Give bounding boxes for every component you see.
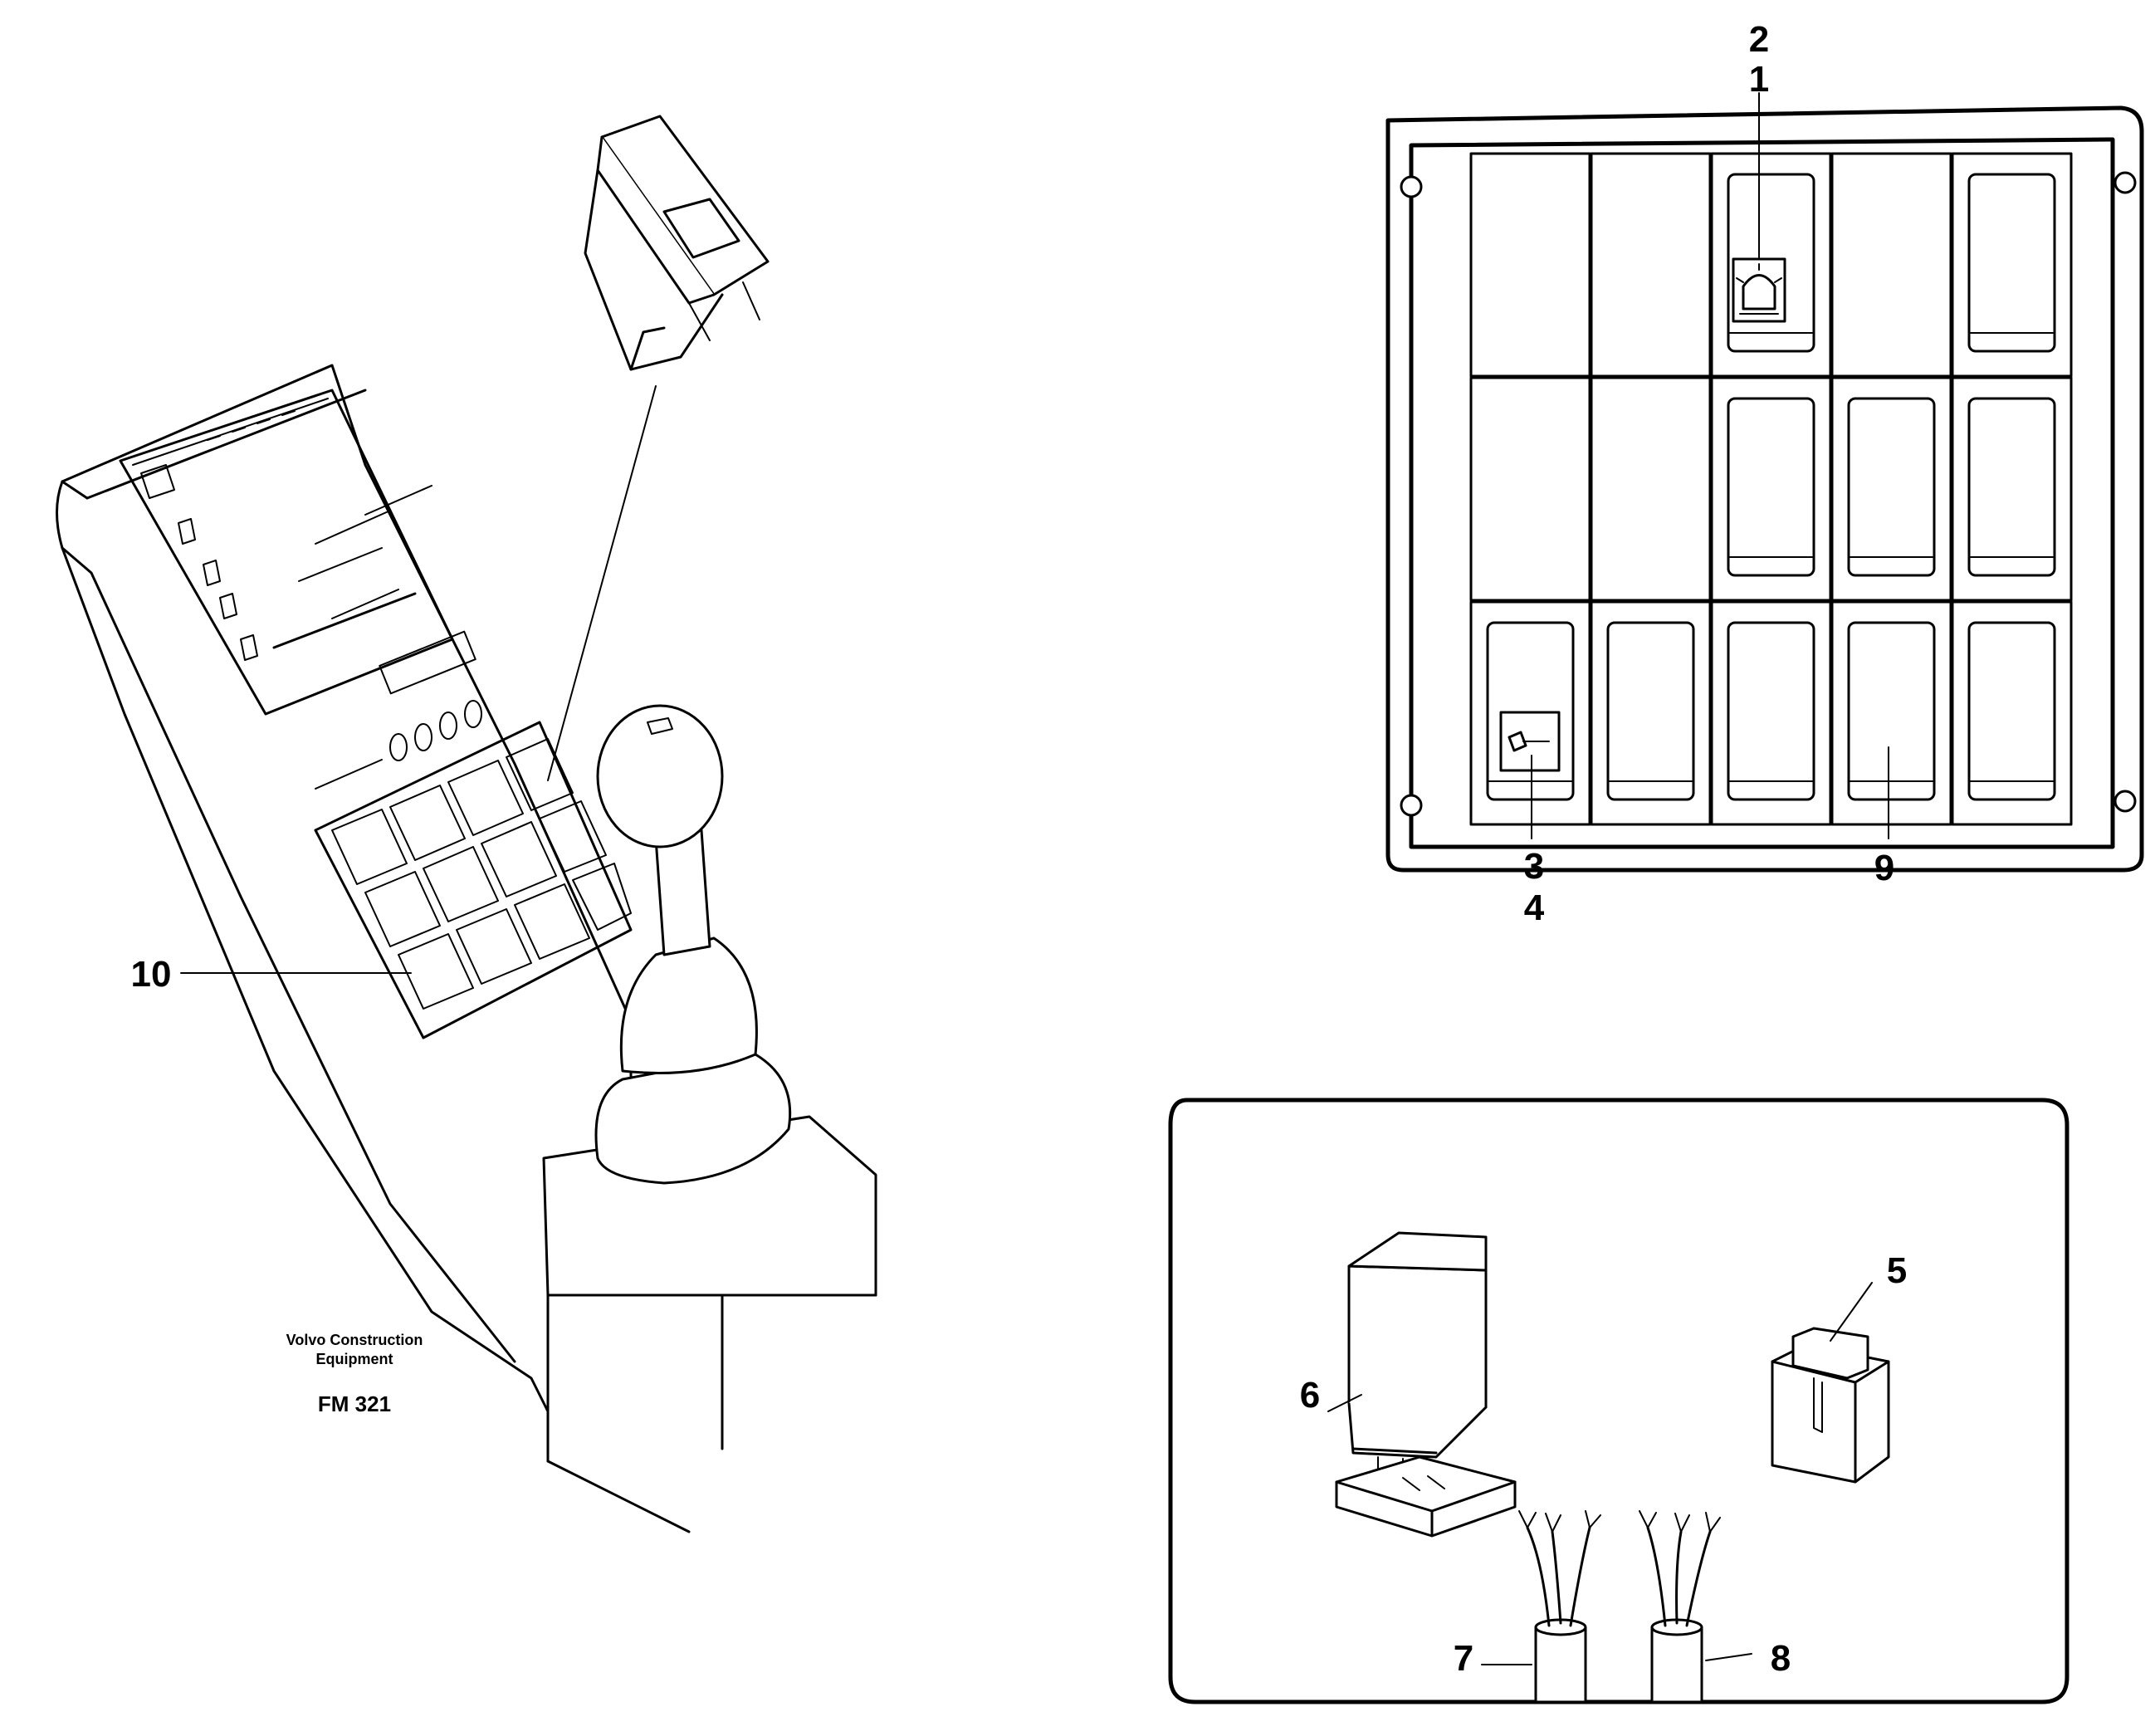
panel-slot bbox=[1830, 376, 1952, 602]
panel-screw-bottom-right bbox=[2113, 790, 2137, 813]
beacon-light-icon bbox=[1732, 257, 1786, 323]
callout-2: 2 bbox=[1749, 19, 1769, 60]
panel-slot bbox=[1469, 152, 1591, 378]
callout-3: 3 bbox=[1524, 846, 1544, 887]
joystick-lever bbox=[594, 704, 792, 1185]
cable-7 bbox=[1518, 1510, 1601, 1704]
panel-slot bbox=[1590, 152, 1712, 378]
switch-panel-grid bbox=[1469, 152, 2073, 826]
panel-slot bbox=[1951, 376, 2073, 602]
rocker-switch-detail bbox=[584, 115, 770, 371]
hammer-icon bbox=[1499, 711, 1561, 772]
panel-slot bbox=[1710, 600, 1832, 826]
display-readouts bbox=[140, 410, 476, 695]
callout-4: 4 bbox=[1524, 888, 1545, 928]
connector-socket-component bbox=[1771, 1327, 1890, 1484]
indicator-button-row bbox=[315, 700, 482, 790]
cable-8 bbox=[1639, 1510, 1721, 1704]
callout-5: 5 bbox=[1887, 1250, 1907, 1291]
switch-panel bbox=[1385, 105, 2144, 873]
callout-1: 1 bbox=[1749, 59, 1769, 100]
caption-figure-code: FM 321 bbox=[318, 1391, 391, 1416]
panel-screw-top-left bbox=[1400, 175, 1423, 198]
panel-slot bbox=[1710, 152, 1832, 378]
rocker-switch bbox=[1606, 621, 1695, 801]
callout-9: 9 bbox=[1874, 848, 1894, 888]
panel-slot bbox=[1469, 376, 1591, 602]
console-switch-keypad bbox=[314, 721, 633, 1039]
rocker-switch bbox=[1727, 621, 1815, 801]
callout-10: 10 bbox=[131, 954, 172, 995]
rocker-switch bbox=[1847, 621, 1936, 801]
panel-slot bbox=[1951, 600, 2073, 826]
control-console-illustration bbox=[56, 364, 877, 1533]
caption-line-2: Equipment bbox=[316, 1351, 393, 1367]
callout-7: 7 bbox=[1454, 1638, 1473, 1679]
panel-slot bbox=[1830, 152, 1952, 378]
rocker-switch bbox=[1727, 173, 1815, 353]
callout-6: 6 bbox=[1300, 1375, 1320, 1416]
panel-slot bbox=[1469, 600, 1591, 826]
panel-slot bbox=[1830, 600, 1952, 826]
rocker-switch bbox=[1727, 397, 1815, 577]
relay-component bbox=[1335, 1231, 1517, 1538]
switch-leader-line bbox=[547, 385, 657, 781]
rocker-switch bbox=[1847, 397, 1936, 577]
components-detail-box bbox=[1168, 1098, 2069, 1704]
leader-lines bbox=[180, 92, 1889, 1665]
rocker-switch bbox=[1967, 397, 2056, 577]
panel-slot bbox=[1590, 600, 1712, 826]
panel-slot bbox=[1951, 152, 2073, 378]
callout-labels: 2 1 3 4 9 5 6 7 8 10 bbox=[131, 19, 1908, 1679]
caption-line-1: Volvo Construction bbox=[286, 1332, 423, 1348]
rocker-switch bbox=[1486, 621, 1575, 801]
panel-screw-top-right bbox=[2113, 171, 2137, 194]
callout-8: 8 bbox=[1771, 1638, 1791, 1679]
figure-caption: Volvo Construction Equipment FM 321 bbox=[286, 1332, 423, 1416]
panel-screw-bottom-left bbox=[1400, 794, 1423, 817]
rocker-switch bbox=[1967, 621, 2056, 801]
panel-slot bbox=[1590, 376, 1712, 602]
rocker-switch bbox=[1967, 173, 2056, 353]
panel-slot bbox=[1710, 376, 1832, 602]
